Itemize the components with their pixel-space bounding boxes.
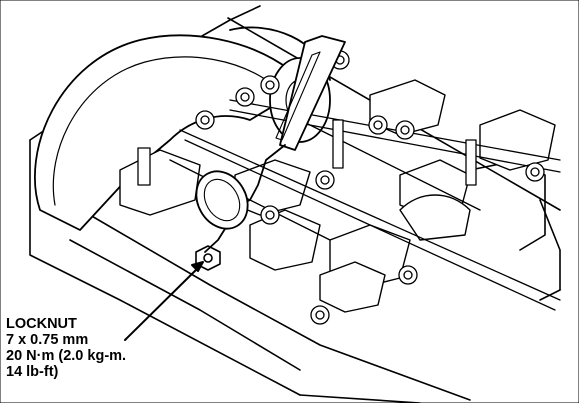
adjusting-tool-head	[195, 170, 249, 230]
hold-down-bolts	[195, 50, 545, 325]
locknut-torque-metric: 20 N·m (2.0 kg-m.	[6, 348, 127, 364]
rocker-shaft	[179, 99, 561, 311]
rocker-arm-assembly	[119, 79, 556, 313]
locknut-torque-imperial: 14 lb-ft)	[6, 364, 59, 380]
locknut-callout: LOCKNUT 7 x 0.75 mm 20 N·m (2.0 kg-m. 14…	[6, 316, 236, 380]
locknut-leader-arrow	[124, 261, 204, 341]
locknut-size: 7 x 0.75 mm	[6, 332, 89, 348]
locknut-label: LOCKNUT	[6, 316, 77, 332]
studs	[137, 119, 477, 186]
